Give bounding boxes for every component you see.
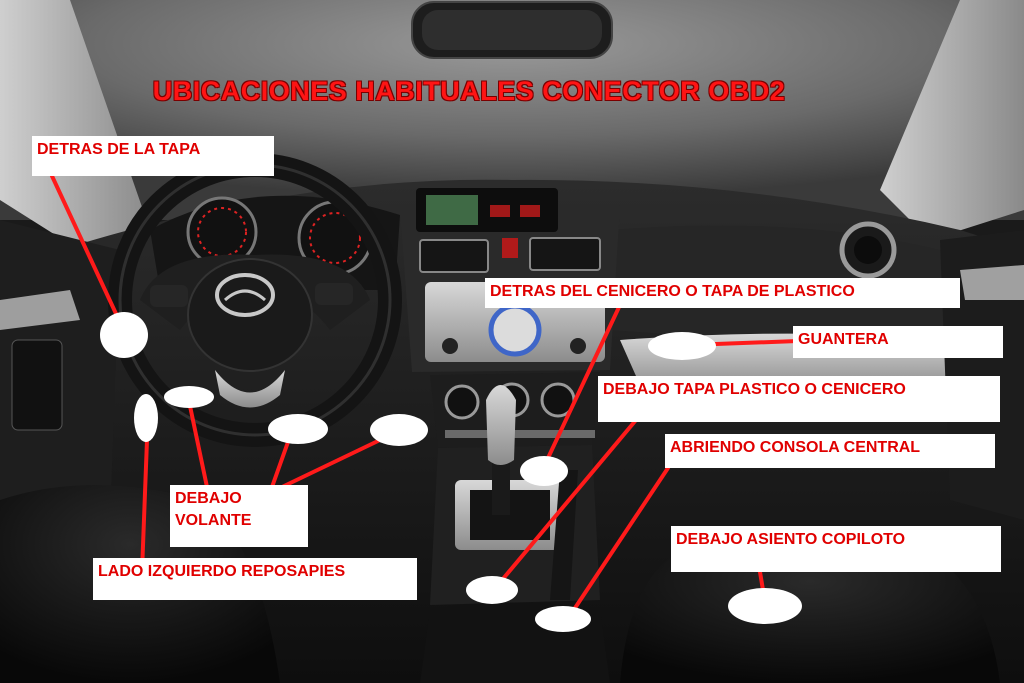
marker-abriendo-consola xyxy=(535,606,591,632)
label-debajo-volante-line-1: DEBAJO xyxy=(175,490,242,507)
pointer-line-detras-cenicero xyxy=(546,303,622,460)
marker-lado-izquierdo xyxy=(134,394,158,442)
diagram-title: UBICACIONES HABITUALES CONECTOR OBD2 xyxy=(152,76,786,106)
marker-volante-3 xyxy=(370,414,428,446)
label-debajo-volante: DEBAJO VOLANTE xyxy=(170,485,308,547)
marker-debajo-asiento xyxy=(728,588,802,624)
pointer-line-volante-1 xyxy=(188,404,209,489)
marker-detras-tapa xyxy=(100,312,148,358)
label-lado-izquierdo: LADO IZQUIERDO REPOSAPIES xyxy=(93,558,417,600)
marker-guantera xyxy=(648,332,716,360)
label-debajo-tapa: DEBAJO TAPA PLASTICO O CENICERO xyxy=(598,376,1000,422)
pointer-line-debajo-asiento xyxy=(758,570,765,592)
pointer-line-debajo-tapa xyxy=(500,418,638,582)
label-detras-cenicero: DETRAS DEL CENICERO O TAPA DE PLASTICO xyxy=(485,278,960,308)
pointer-line-guantera xyxy=(714,339,800,346)
pointer-line-lado-izquierdo xyxy=(140,438,149,574)
label-debajo-volante-line-2: VOLANTE xyxy=(175,511,252,529)
pointer-line-abriendo-consola xyxy=(573,466,670,610)
pointer-line-volante-3 xyxy=(280,438,382,489)
label-detras-tapa: DETRAS DE LA TAPA xyxy=(32,136,274,176)
label-guantera: GUANTERA xyxy=(793,326,1003,358)
label-abriendo-consola: ABRIENDO CONSOLA CENTRAL xyxy=(665,434,995,468)
label-debajo-asiento: DEBAJO ASIENTO COPILOTO xyxy=(671,526,1001,572)
marker-detras-cenicero xyxy=(520,456,568,486)
marker-debajo-tapa xyxy=(466,576,518,604)
pointer-line-detras-tapa xyxy=(50,174,120,320)
marker-volante-1 xyxy=(164,386,214,408)
pointer-line-volante-2 xyxy=(270,440,290,489)
marker-volante-2 xyxy=(268,414,328,444)
